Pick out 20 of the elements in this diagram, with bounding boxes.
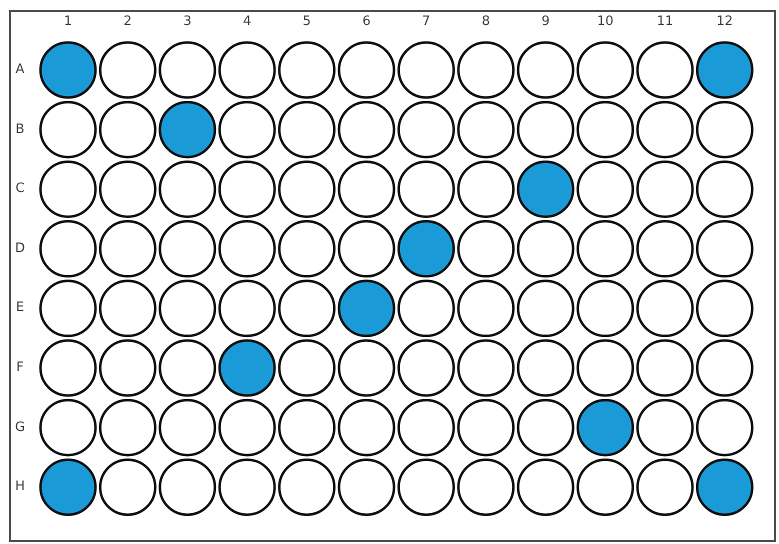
- column-number: 5: [302, 15, 312, 29]
- column-number: 3: [182, 15, 193, 29]
- row-letter: C: [14, 182, 26, 196]
- column-number: 6: [361, 15, 372, 29]
- column-number: 9: [540, 15, 551, 29]
- row-letter: E: [14, 301, 26, 316]
- row-letter: A: [14, 63, 26, 77]
- row-letter: H: [14, 480, 26, 494]
- column-number: 2: [122, 15, 133, 29]
- row-letter: G: [14, 420, 26, 435]
- column-number: 4: [242, 15, 252, 29]
- column-number: 10: [596, 15, 615, 29]
- row-letter: D: [14, 242, 26, 256]
- row-letter: F: [15, 361, 25, 375]
- column-number: 12: [715, 15, 734, 29]
- column-number: 8: [480, 15, 492, 29]
- column-number: 1: [62, 15, 74, 29]
- row-letter: B: [14, 122, 26, 137]
- column-number: 7: [421, 15, 432, 29]
- column-number: 11: [656, 15, 674, 29]
